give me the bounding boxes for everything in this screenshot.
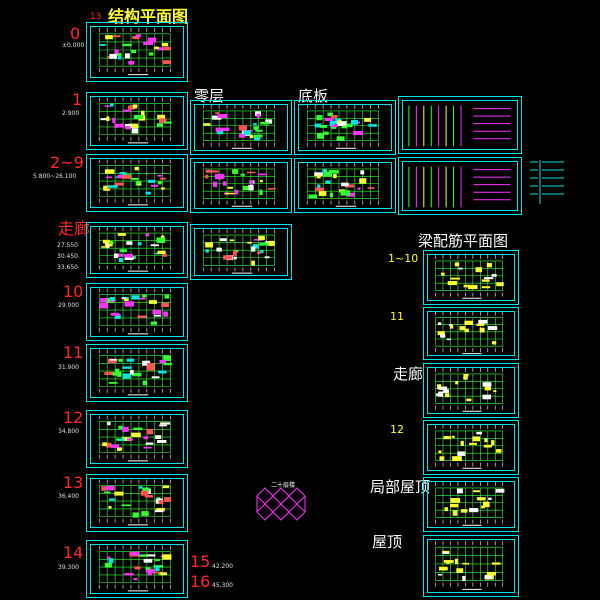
plan-drawing xyxy=(306,162,379,207)
sheet-floor-1[interactable] xyxy=(86,92,188,150)
plan-drawing xyxy=(202,229,275,274)
sheet-detail-a[interactable] xyxy=(398,96,522,154)
sheet-base-slab-b[interactable] xyxy=(294,158,396,213)
plan-drawing xyxy=(306,104,379,149)
plan-drawing xyxy=(98,288,171,335)
plan-drawing xyxy=(98,415,171,462)
floor-elev-12: 34.800 xyxy=(58,428,79,435)
sheet-base-slab-a[interactable] xyxy=(294,100,396,155)
sheet-floor-2-9[interactable] xyxy=(86,154,188,212)
floor-elev-0: ±0.000 xyxy=(62,42,85,49)
floor-elev-15: 42.200 xyxy=(212,563,233,570)
floor-elev-11: 31.900 xyxy=(58,364,79,371)
lattice-diagram xyxy=(256,487,306,521)
beam-floor-label-1-10: 1~10 xyxy=(388,252,419,265)
beam-floor-label-12: 12 xyxy=(390,423,404,436)
plan-drawing xyxy=(98,27,172,76)
beam-section-title: 梁配筋平面图 xyxy=(418,232,509,250)
floor-label-11: 11 xyxy=(63,343,84,362)
sheet-detail-b[interactable] xyxy=(398,157,522,215)
floor-label-15: 15 xyxy=(190,552,211,571)
plan-drawing xyxy=(202,104,275,149)
floor-label-16: 16 xyxy=(190,572,211,591)
plan-drawing xyxy=(98,349,173,396)
beam-drawing xyxy=(435,254,504,299)
beam-drawing xyxy=(435,367,504,412)
sheet-floor-11[interactable] xyxy=(86,344,188,402)
beam-drawing xyxy=(435,311,504,355)
page-title: 结构平面图 xyxy=(108,7,189,26)
header-index: 13 xyxy=(90,12,102,22)
floor-elev-16: 45.300 xyxy=(212,582,233,589)
plan-drawing xyxy=(98,97,172,144)
floor-elev-14: 39.300 xyxy=(58,564,79,571)
floor-elev-10: 29.000 xyxy=(58,302,79,309)
beam-drawing xyxy=(435,424,504,469)
plan-drawing xyxy=(98,479,172,526)
floor-label-0: 0 xyxy=(70,24,81,43)
floor-label-14: 14 xyxy=(63,543,84,562)
legend-lines xyxy=(530,160,564,204)
sheet-beam-11[interactable] xyxy=(423,307,519,360)
floor-elev-2-9: 5.800~26.100 xyxy=(33,173,77,180)
detail-drawing xyxy=(408,105,511,147)
floor-label-12: 12 xyxy=(63,408,84,427)
sheet-floor-corridor[interactable] xyxy=(86,222,188,278)
sheet-beam-1-10[interactable] xyxy=(423,250,519,305)
beam-floor-label-corridor: 走廊 xyxy=(393,365,424,383)
middle-label: 二十层楼 xyxy=(271,482,296,489)
floor-elev-13: 36.400 xyxy=(58,493,79,500)
sheet-beam-12[interactable] xyxy=(423,420,519,475)
floor-label-1: 1 xyxy=(72,90,83,109)
floor-elev-1: 2.900 xyxy=(62,110,80,117)
floor-label-corridor: 走廊 xyxy=(58,219,91,238)
sheet-floor-0[interactable] xyxy=(86,22,188,82)
sheet-zero-floor-a[interactable] xyxy=(190,100,292,155)
drawing-header: 13 xyxy=(90,4,101,23)
detail-drawing xyxy=(408,166,511,208)
plan-drawing xyxy=(202,162,276,207)
sheet-floor-14[interactable] xyxy=(86,540,188,598)
sheet-beam-local-roof[interactable] xyxy=(423,477,519,532)
sheet-beam-corridor[interactable] xyxy=(423,363,519,418)
sheet-zero-floor-b[interactable] xyxy=(190,158,292,213)
plan-drawing xyxy=(98,159,171,206)
beam-drawing xyxy=(435,481,505,526)
sheet-corridor-plan[interactable] xyxy=(190,224,292,280)
beam-floor-label-11: 11 xyxy=(390,310,404,323)
floor-label-2-9: 2~9 xyxy=(50,153,84,172)
sheet-floor-12[interactable] xyxy=(86,410,188,468)
floor-label-10: 10 xyxy=(63,282,84,301)
sheet-floor-13[interactable] xyxy=(86,474,188,532)
floor-label-13: 13 xyxy=(63,473,84,492)
beam-drawing xyxy=(435,541,504,590)
plan-drawing xyxy=(98,545,172,592)
floor-elev-corridor: 27.550 30.450 33.650 xyxy=(57,242,78,271)
beam-floor-label-local-roof: 局部屋顶 xyxy=(370,478,431,496)
beam-floor-label-roof: 屋顶 xyxy=(372,533,403,551)
sheet-floor-10[interactable] xyxy=(86,283,188,341)
plan-drawing xyxy=(98,227,171,272)
sheet-beam-roof[interactable] xyxy=(423,535,519,597)
